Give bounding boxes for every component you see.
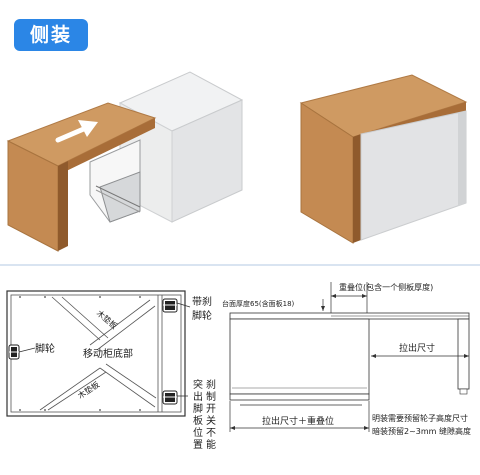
svg-text:位: 位 (193, 426, 203, 439)
top-right-brake-caster-icon (162, 298, 178, 313)
pull-out-label: 拉出尺寸 (399, 342, 435, 354)
svg-text:置: 置 (193, 439, 203, 451)
brake-wheel-label-2: 脚轮 (192, 309, 212, 322)
note-concealed-mount: 暗装预留2~3mm 缝隙高度 (372, 426, 471, 436)
svg-text:开: 开 (206, 404, 216, 415)
svg-text:脚: 脚 (193, 402, 203, 415)
svg-text:板: 板 (193, 414, 203, 427)
pull-plus-overlap-label: 拉出尺寸＋重叠位 (262, 415, 334, 427)
left-caster-icon (8, 344, 20, 360)
caster-label: 脚轮 (35, 342, 55, 355)
svg-text:能: 能 (206, 438, 216, 451)
svg-text:刹: 刹 (206, 379, 216, 391)
pull-direction-arrow-icon (55, 120, 98, 143)
closed-cabinet-illustration (299, 74, 468, 244)
cabinet-bottom-plan: 脚轮 移动柜底部 木垫板 木垫板 带刹 脚轮 突 出 脚 板 位 置 刹 制 开… (6, 290, 216, 451)
svg-text:突: 突 (193, 378, 203, 391)
bottom-right-caster-icon (162, 390, 178, 405)
svg-text:出: 出 (193, 390, 203, 403)
pulled-out-cabinet-illustration (6, 71, 244, 252)
panel-thickness-label: 台面厚度65(含面板18) (222, 299, 295, 308)
side-mount-badge: 侧装 (14, 19, 88, 51)
note-exposed-mount: 明装需要预留轮子高度尺寸 (372, 413, 468, 423)
section-divider (0, 264, 480, 266)
svg-text:制: 制 (206, 390, 216, 403)
svg-text:不: 不 (206, 428, 216, 439)
protruding-label: 突 出 脚 板 位 置 (193, 378, 203, 451)
brake-wheel-label-1: 带刹 (192, 296, 212, 308)
cabinet-bottom-label: 移动柜底部 (83, 347, 133, 360)
brake-switch-label: 刹 制 开 关 不 能 (206, 379, 216, 451)
side-section-drawing: 重叠位(包含一个侧板厚度) 台面厚度65(含面板18) 拉出尺寸 拉出尺寸＋重叠… (222, 282, 471, 436)
overlap-label: 重叠位(包含一个侧板厚度) (339, 282, 433, 292)
svg-text:关: 关 (206, 414, 216, 427)
